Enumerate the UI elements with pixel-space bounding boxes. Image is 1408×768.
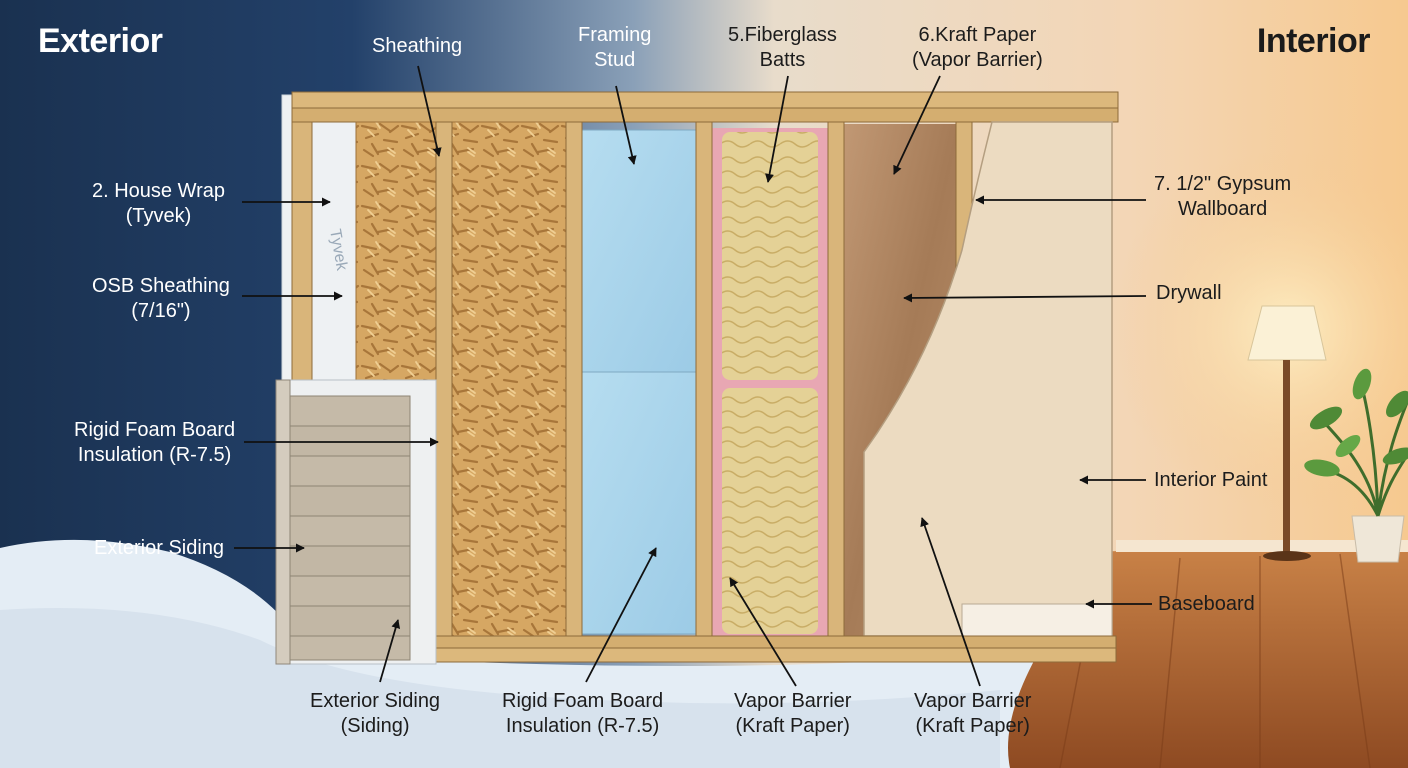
arrow-siding-bottom	[379, 619, 401, 683]
floor-boards	[1059, 553, 1371, 768]
stud-4	[695, 121, 713, 643]
interior-wall-trim	[1116, 540, 1408, 552]
arrow-vapor-2	[920, 517, 981, 687]
label-drywall: Drywall	[1156, 282, 1222, 304]
leader-arrows	[234, 65, 1152, 687]
stud-2	[435, 121, 453, 643]
label-baseboard: Baseboard	[1158, 593, 1255, 615]
label-kraft-paper: 6.Kraft Paper(Vapor Barrier)	[912, 24, 1043, 71]
label-interior-paint: Interior Paint	[1154, 469, 1268, 491]
siding-edge	[275, 379, 291, 665]
snow-shadow	[0, 608, 1000, 768]
label-exterior-siding-left: Exterior Siding	[94, 537, 225, 559]
interior-title: Interior	[1256, 22, 1371, 60]
stud-1	[291, 121, 313, 383]
arrow-vapor-1	[729, 577, 797, 687]
potted-plant-icon	[1304, 368, 1408, 563]
stud-5	[827, 121, 845, 643]
arrow-sheathing	[417, 65, 442, 157]
top-plate	[291, 91, 1119, 109]
rigid-foam-lower	[581, 371, 697, 635]
label-vapor-barrier-1: Vapor Barrier(Kraft Paper)	[734, 690, 852, 737]
osb-panel-center	[451, 121, 567, 641]
label-house-wrap: 2. House Wrap(Tyvek)	[92, 180, 226, 227]
baseboard-shape	[961, 603, 1113, 637]
arrow-rigid-foam-bottom	[585, 547, 657, 683]
bottom-plate	[419, 635, 1117, 649]
gypsum-wallboard	[863, 121, 1113, 637]
arrow-framing-stud	[615, 85, 637, 165]
arrow-drywall	[903, 293, 1147, 303]
top-plate-2	[291, 107, 1119, 123]
siding-boards	[289, 395, 411, 661]
rigid-foam-upper	[581, 129, 697, 373]
label-exterior-siding-bottom: Exterior Siding(Siding)	[310, 690, 441, 737]
arrow-fiberglass	[765, 75, 789, 183]
exterior-title: Exterior	[38, 22, 163, 60]
label-vapor-barrier-2: Vapor Barrier(Kraft Paper)	[914, 690, 1032, 737]
sill-plate	[419, 647, 1117, 663]
stud-3	[565, 121, 583, 643]
label-sheathing: Sheathing	[372, 35, 463, 57]
fiberglass-batt-upper	[722, 132, 818, 380]
fiberglass-batt-lower	[722, 388, 818, 634]
arrow-kraft-top	[893, 75, 941, 175]
floor-lamp-icon	[1247, 305, 1327, 561]
label-osb-sheathing: OSB Sheathing(7/16")	[92, 275, 230, 322]
